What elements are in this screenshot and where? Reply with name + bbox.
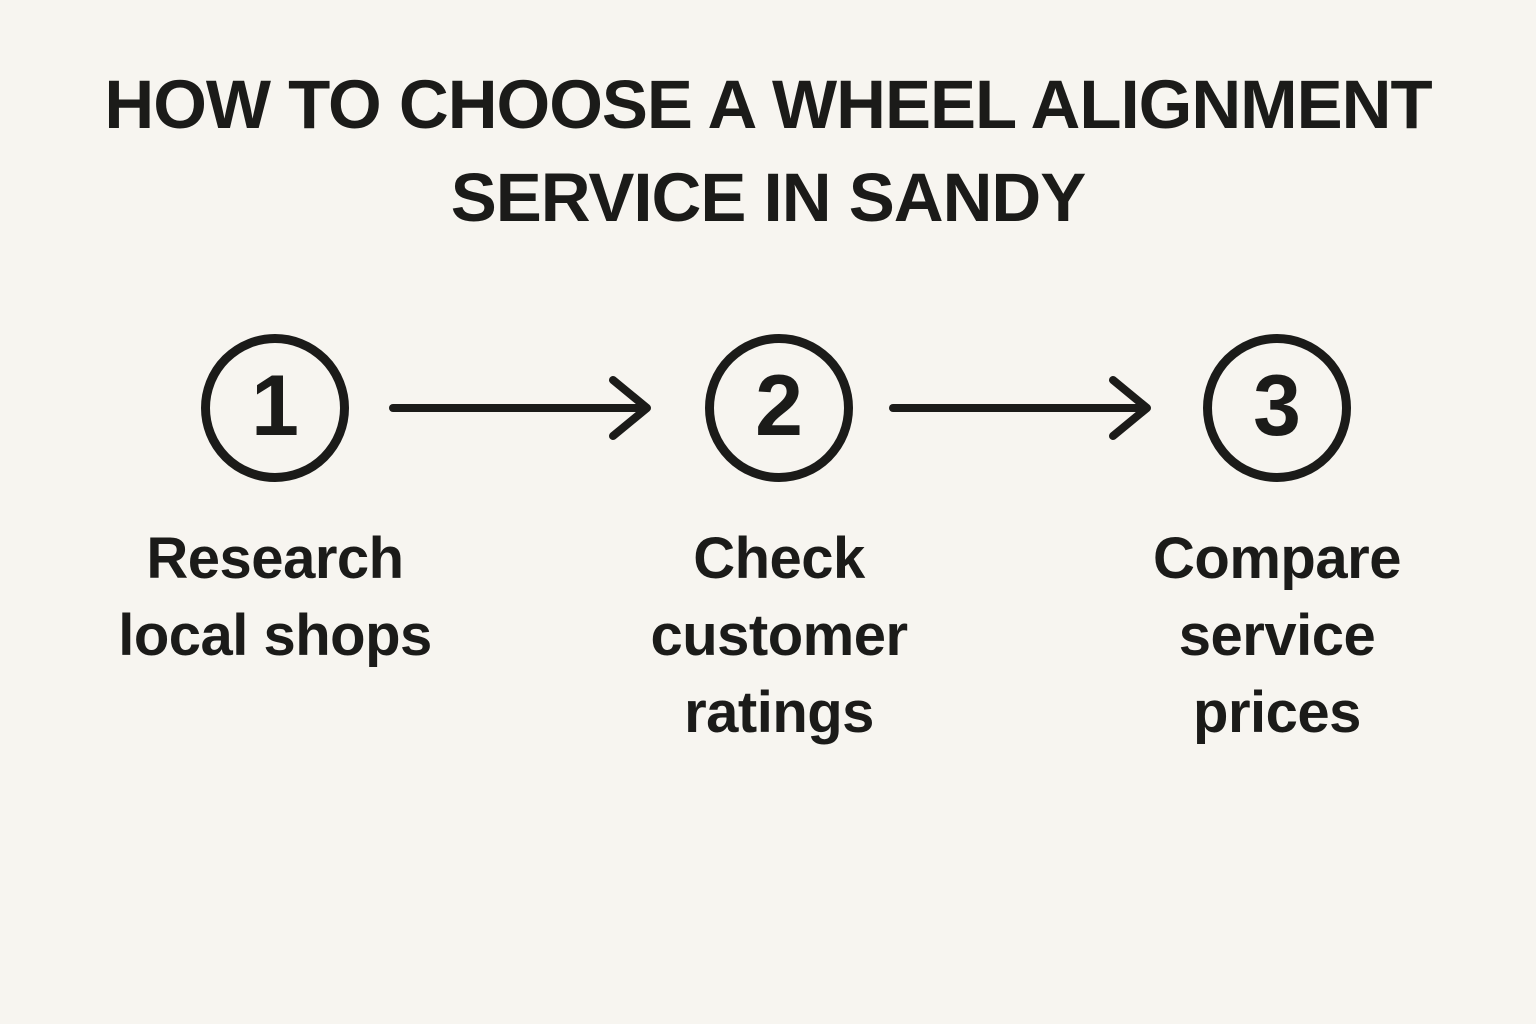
step-2: 2 Check customer ratings bbox=[559, 334, 999, 751]
step-2-circle: 2 bbox=[705, 334, 853, 482]
step-1-label: Research local shops bbox=[118, 526, 432, 669]
step-1: 1 Research local shops bbox=[55, 334, 495, 674]
step-2-label: Check customer ratings bbox=[650, 526, 908, 746]
step-3: 3 Compare service prices bbox=[1057, 334, 1497, 751]
page-title: HOW TO CHOOSE A WHEEL ALIGNMENT SERVICE … bbox=[104, 66, 1432, 237]
step-3-number: 3 bbox=[1253, 358, 1301, 454]
arrow-right-icon bbox=[389, 376, 651, 440]
step-2-number: 2 bbox=[755, 358, 803, 454]
step-1-circle: 1 bbox=[201, 334, 349, 482]
step-3-circle: 3 bbox=[1203, 334, 1351, 482]
arrow-right-icon bbox=[889, 376, 1151, 440]
step-1-number: 1 bbox=[251, 358, 299, 454]
step-3-label: Compare service prices bbox=[1153, 526, 1401, 746]
